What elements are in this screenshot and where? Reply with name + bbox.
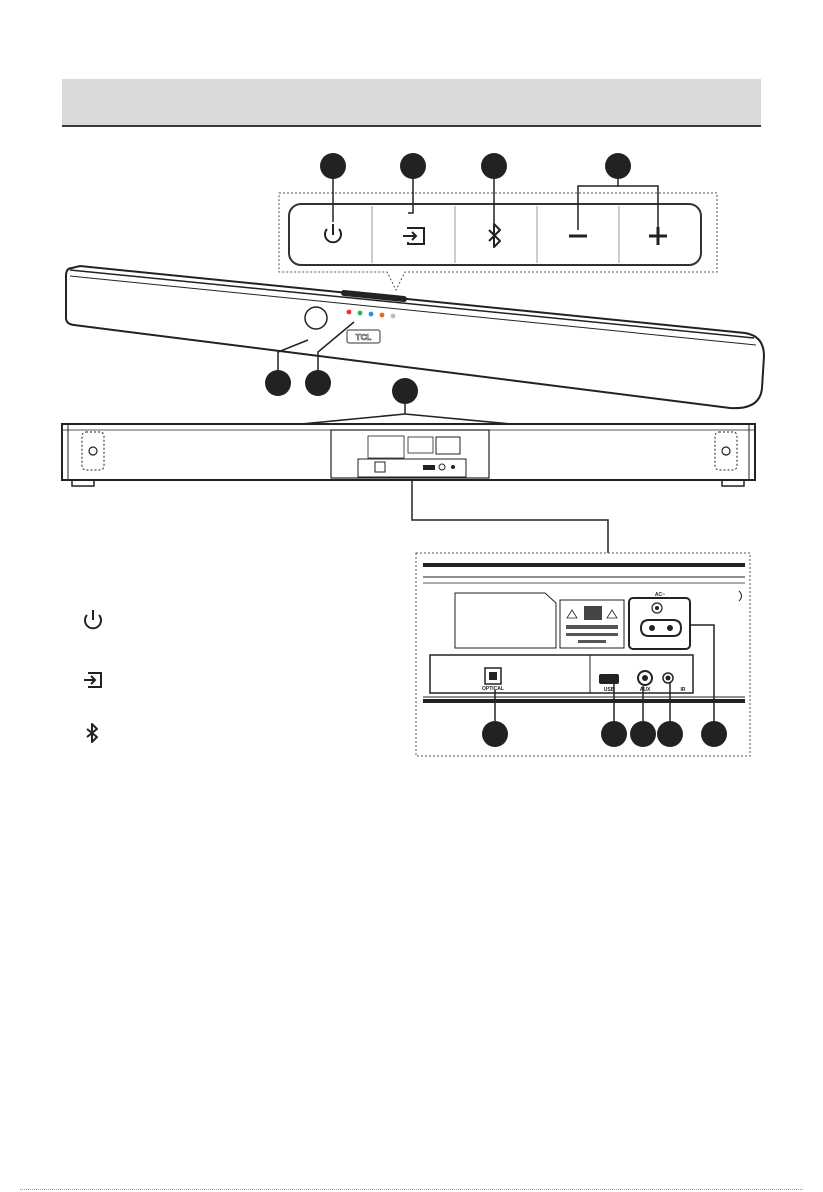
wall-mount-hole-left (82, 432, 104, 470)
aux-label: AUX (640, 687, 651, 693)
led-orange (380, 313, 385, 318)
source-input-icon (82, 669, 104, 691)
led-green (358, 311, 363, 316)
brand-logo: TCL (347, 330, 380, 343)
ir-sensor-window (305, 307, 327, 329)
led-red (347, 310, 352, 315)
usb-port (599, 674, 619, 684)
power-icon (82, 608, 104, 630)
led-gray (391, 314, 396, 319)
page-bottom-rule (20, 1189, 803, 1190)
bluetooth-icon (82, 722, 104, 744)
ac-label: AC~ (655, 592, 665, 598)
callout-marker-ir-port (657, 721, 683, 747)
callout-marker-ac (701, 721, 727, 747)
led-blue (369, 312, 374, 317)
callout-marker-optical (482, 721, 508, 747)
button-panel-callout (279, 193, 717, 290)
soundbar-rear (62, 424, 755, 553)
legend-item-source (82, 669, 104, 691)
usb-label: USB (604, 687, 615, 693)
callout-marker-aux (630, 721, 656, 747)
legend-item-power (82, 608, 104, 630)
rear-panel-zoom: AC~ OPTICAL USB AUX IR (416, 553, 750, 756)
legend-item-bluetooth (82, 722, 104, 744)
callout-marker-wall-mount (392, 378, 418, 404)
ir-label: IR (681, 687, 686, 693)
callout-marker-usb (601, 721, 627, 747)
svg-text:TCL: TCL (356, 333, 372, 342)
wall-mount-hole-right (715, 432, 737, 470)
optical-label: OPTICAL (482, 686, 504, 692)
